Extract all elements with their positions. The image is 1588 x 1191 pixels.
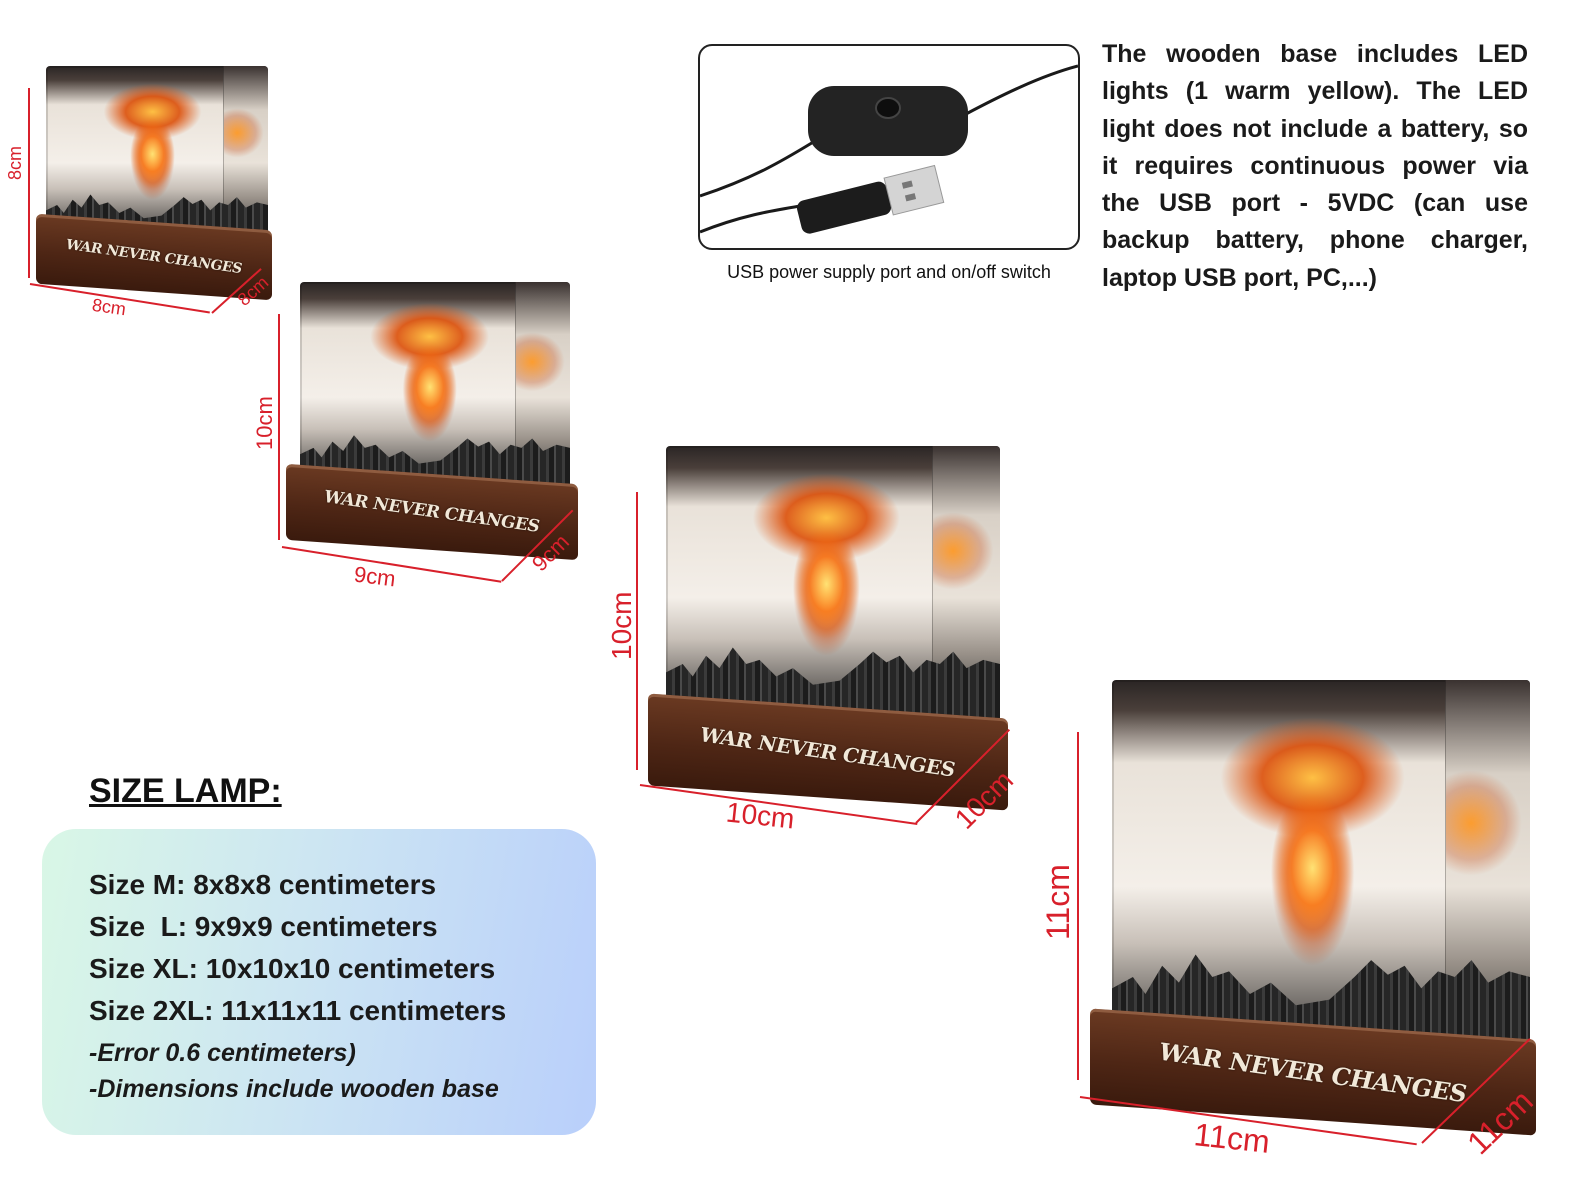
power-button-icon xyxy=(875,97,901,119)
lamp-size-l: WAR NEVER CHANGES xyxy=(0,0,600,600)
size-info-panel: Size M: 8x8x8 centimeters Size L: 9x9x9 … xyxy=(42,829,596,1135)
resin-cube xyxy=(666,446,1000,722)
led-info-paragraph: The wooden base includes LED lights (1 w… xyxy=(1102,40,1528,292)
height-label: 11cm xyxy=(1040,864,1076,940)
usb-cable-photo xyxy=(698,44,1080,250)
height-dimension-line xyxy=(1077,732,1079,1080)
dimensions-note: -Dimensions include wooden base xyxy=(89,1075,499,1103)
size-2xl-line: Size 2XL: 11x11x11 centimeters xyxy=(89,995,507,1026)
power-switch-housing xyxy=(808,86,968,156)
height-dimension-line xyxy=(28,88,30,278)
height-dimension-line xyxy=(278,314,280,540)
resin-cube xyxy=(1112,680,1530,1056)
usb-cable-illustration xyxy=(700,64,1078,234)
size-xl-line: Size XL: 10x10x10 centimeters xyxy=(89,953,496,984)
mushroom-cloud-glow xyxy=(130,118,175,190)
mushroom-cloud-glow xyxy=(1270,792,1355,944)
usb-plug-icon xyxy=(796,164,945,234)
width-label: 11cm xyxy=(1192,1116,1272,1160)
lamp-size-m: WAR NEVER CHANGES xyxy=(0,0,300,330)
lamp-size-xl: WAR NEVER CHANGES xyxy=(0,0,1020,830)
error-note: -Error 0.6 centimeters) xyxy=(89,1039,356,1067)
size-m-line: Size M: 8x8x8 centimeters xyxy=(89,869,437,900)
cable-caption: USB power supply port and on/off switch xyxy=(727,262,1051,282)
base-engraving: WAR NEVER CHANGES xyxy=(1158,1036,1468,1108)
size-l-line: Size L: 9x9x9 centimeters xyxy=(89,911,438,942)
height-dimension-line xyxy=(636,492,638,770)
mushroom-cloud-glow xyxy=(402,345,457,429)
mushroom-cloud-glow xyxy=(792,528,860,640)
size-heading: SIZE LAMP: xyxy=(89,772,282,810)
